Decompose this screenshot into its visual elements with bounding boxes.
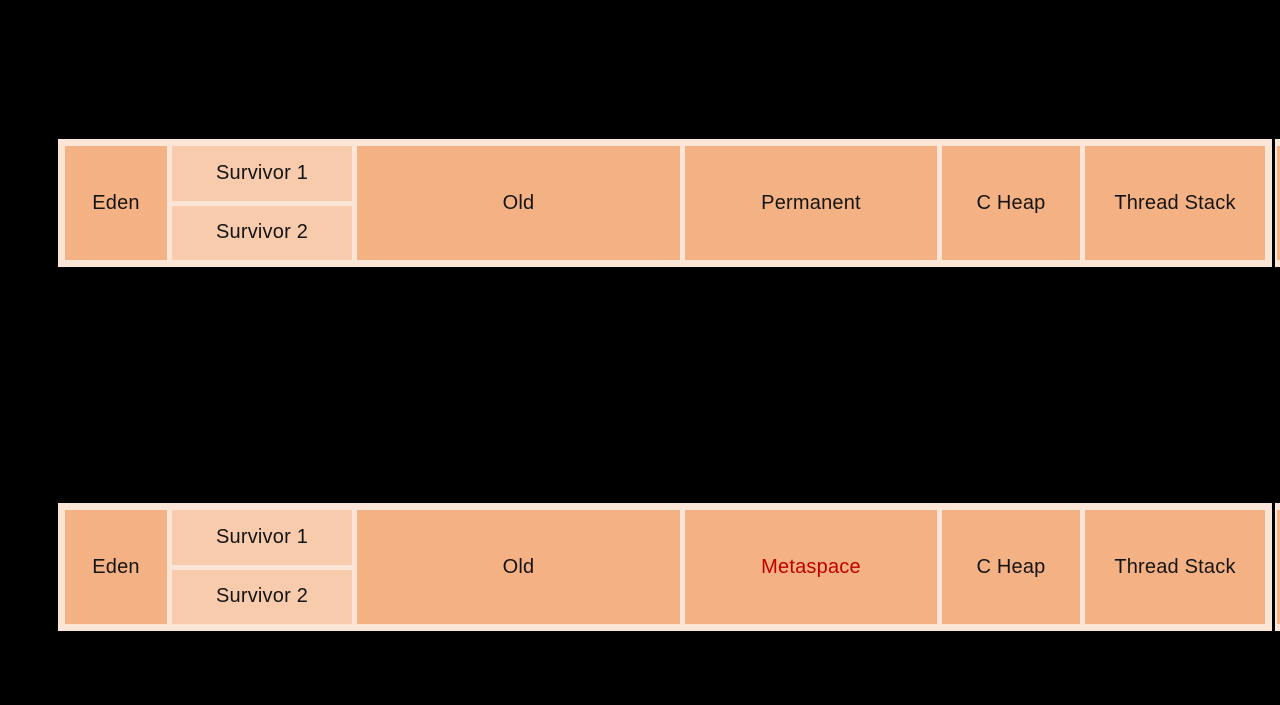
metaspace-label: Metaspace — [761, 555, 861, 578]
c-heap-label: C Heap — [976, 191, 1046, 214]
cutoff-table-sliver-bottom — [1275, 503, 1280, 631]
thread-stack-cell: Thread Stack — [1085, 510, 1265, 624]
cutoff-table-sliver-top — [1275, 139, 1280, 267]
eden-label: Eden — [92, 555, 140, 578]
survivor2-label: Survivor 2 — [215, 221, 309, 244]
jdk8-memory-table: Eden Survivor 1 Survivor 2 Old Metaspace… — [58, 503, 1272, 631]
thread-stack-label: Thread Stack — [1114, 191, 1236, 214]
survivor1-label: Survivor 1 — [215, 525, 309, 548]
thread-stack-cell: Thread Stack — [1085, 146, 1265, 260]
survivor-column: Survivor 1 Survivor 2 — [172, 510, 352, 624]
old-label: Old — [502, 191, 535, 214]
thread-stack-label: Thread Stack — [1114, 555, 1236, 578]
c-heap-cell: C Heap — [942, 146, 1080, 260]
jdk7-memory-table: Eden Survivor 1 Survivor 2 Old Permanent… — [58, 139, 1272, 267]
old-cell: Old — [357, 146, 680, 260]
permanent-label: Permanent — [761, 191, 861, 214]
c-heap-label: C Heap — [976, 555, 1046, 578]
eden-cell: Eden — [65, 510, 167, 624]
survivor2-cell: Survivor 2 — [172, 569, 352, 624]
permanent-cell: Permanent — [685, 146, 937, 260]
c-heap-cell: C Heap — [942, 510, 1080, 624]
metaspace-cell: Metaspace — [685, 510, 937, 624]
survivor1-label: Survivor 1 — [215, 161, 309, 184]
survivor2-cell: Survivor 2 — [172, 205, 352, 260]
old-label: Old — [502, 555, 535, 578]
eden-label: Eden — [92, 191, 140, 214]
survivor1-cell: Survivor 1 — [172, 510, 352, 565]
survivor-column: Survivor 1 Survivor 2 — [172, 146, 352, 260]
survivor2-label: Survivor 2 — [215, 585, 309, 608]
old-cell: Old — [357, 510, 680, 624]
cutoff-cell-bottom — [1277, 510, 1280, 624]
survivor1-cell: Survivor 1 — [172, 146, 352, 201]
cutoff-cell-top — [1277, 146, 1280, 260]
eden-cell: Eden — [65, 146, 167, 260]
